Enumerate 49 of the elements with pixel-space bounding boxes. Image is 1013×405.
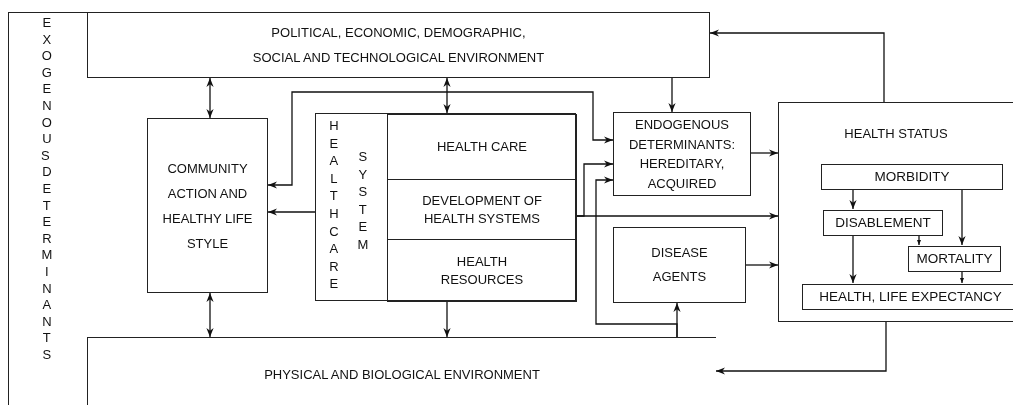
process-box <box>613 112 751 196</box>
node-label: HEALTH STATUS <box>844 125 949 143</box>
system-box <box>315 113 576 301</box>
process-box <box>87 12 710 78</box>
process-box <box>821 164 1003 190</box>
node-label: POLITICAL, ECONOMIC, DEMOGRAPHIC, SOCIAL AND TECHNOLOGICAL ENVIRONMENT <box>251 24 546 67</box>
process-box <box>387 114 577 180</box>
arrow <box>267 208 316 216</box>
arrow <box>849 234 857 284</box>
process-box <box>908 246 1001 272</box>
process-box <box>387 239 577 302</box>
arrow <box>576 212 779 220</box>
arrow <box>958 188 966 246</box>
node-label: DEVELOPMENT OF HEALTH SYSTEMS <box>421 191 543 228</box>
arrow <box>443 300 451 338</box>
process-box <box>823 210 943 236</box>
arrow <box>745 261 779 269</box>
node-label: DISABLEMENT <box>834 215 932 231</box>
arrow <box>849 188 857 210</box>
vertical-label: SYSTEM <box>357 148 369 254</box>
arrow <box>668 77 676 113</box>
node-label: ENDOGENOUS DETERMINANTS: HEREDITARY, ACQUIRED <box>627 116 737 193</box>
arrow <box>206 77 214 119</box>
process-box <box>387 179 577 240</box>
environment-box <box>87 337 716 405</box>
arrow <box>750 149 779 157</box>
process-box <box>147 118 268 293</box>
process-box <box>613 227 746 303</box>
node-label: MORTALITY <box>915 251 994 267</box>
node-label: COMMUNITY ACTION AND HEALTHY LIFE STYLE <box>161 159 254 253</box>
node-label: DISEASE AGENTS <box>650 244 709 286</box>
side-band <box>8 12 88 405</box>
node-label: HEALTH, LIFE EXPECTANCY <box>818 289 1003 305</box>
arrow <box>960 270 964 284</box>
arrow <box>206 292 214 338</box>
arrow <box>715 321 887 375</box>
process-box <box>802 284 1013 310</box>
node-label: HEALTH CARE <box>435 137 529 156</box>
node-label: PHYSICAL AND BIOLOGICAL ENVIRONMENT <box>263 365 541 384</box>
arrow <box>595 176 678 338</box>
vertical-label: EXOGENOUS DETERMINANTS <box>41 15 53 364</box>
status-box <box>778 102 1013 322</box>
node-label: HEALTH RESOURCES <box>439 252 525 289</box>
arrow <box>267 91 614 189</box>
node-label: MORBIDITY <box>873 169 951 185</box>
arrow <box>709 29 885 103</box>
vertical-label: HEALTHCARE <box>328 117 340 293</box>
arrow <box>443 77 451 114</box>
arrow <box>917 234 921 246</box>
